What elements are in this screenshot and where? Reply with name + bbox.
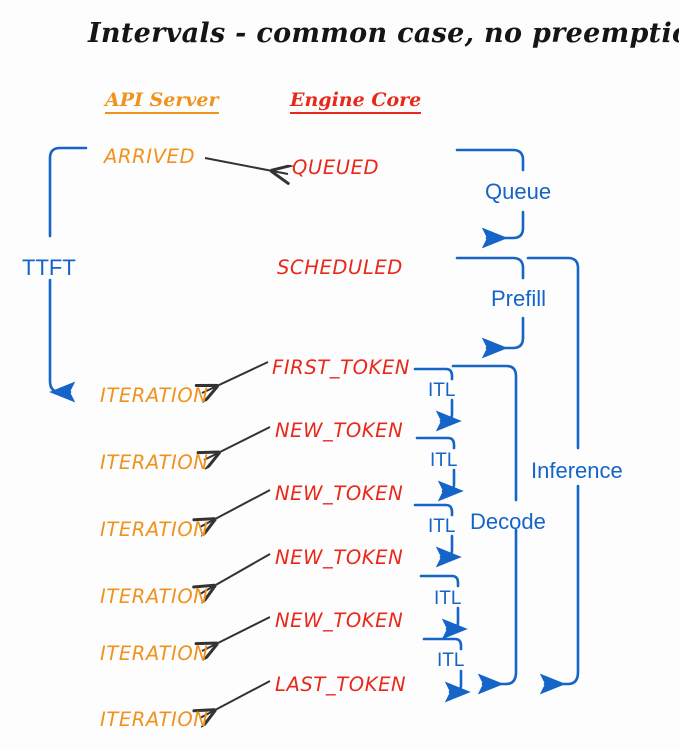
itl-bracket-top-5 (422, 637, 463, 651)
arrow-arrived-to-queued (204, 157, 288, 174)
interval-label-ttft: TTFT (22, 255, 76, 280)
arrow-new-token-to-iteration-3 (200, 489, 271, 527)
interval-label-itl-1: ITL (428, 380, 456, 401)
inference-bracket (526, 256, 580, 695)
itl-brackets (413, 367, 471, 703)
state-new-token-3: NEW_TOKEN (275, 546, 404, 569)
interval-label-decode: Decode (470, 509, 546, 534)
interval-label-itl-4: ITL (434, 588, 462, 609)
itl-bracket-arrow-4 (441, 606, 468, 640)
column-header-engine-core: Engine Core (290, 91, 422, 114)
state-queued: QUEUED (292, 156, 380, 179)
interval-label-inference: Inference (531, 458, 623, 483)
interval-label-prefill: Prefill (491, 286, 547, 311)
state-first-token: FIRST_TOKEN (272, 356, 411, 379)
ttft-bracket (48, 146, 88, 403)
state-iteration-5: ITERATION (100, 642, 209, 665)
state-transition-arrows (200, 157, 288, 718)
state-iteration-4: ITERATION (100, 585, 209, 608)
arrow-first-token-to-iteration-1 (202, 361, 269, 393)
prefill-bracket (455, 256, 525, 359)
state-iteration-2: ITERATION (100, 451, 209, 474)
itl-bracket-top-3 (413, 503, 454, 517)
itl-bracket-arrow-3 (435, 534, 462, 568)
interval-label-itl-2: ITL (430, 450, 458, 471)
arrow-new-token-to-iteration-4 (200, 553, 271, 594)
page-title: Intervals - common case, no preemptions (88, 18, 679, 49)
interval-label-itl-3: ITL (428, 516, 456, 537)
column-header-api-server: API Server (105, 91, 219, 114)
state-iteration-3: ITERATION (100, 518, 209, 541)
arrow-new-token-to-iteration-2 (204, 426, 271, 460)
itl-bracket-arrow-5 (444, 669, 471, 703)
state-new-token-2: NEW_TOKEN (275, 482, 404, 505)
queue-bracket (455, 148, 525, 249)
interval-label-queue: Queue (485, 179, 552, 204)
itl-bracket-arrow-1 (435, 398, 462, 432)
state-scheduled: SCHEDULED (277, 256, 403, 279)
state-arrived: ARRIVED (104, 145, 196, 168)
state-iteration-6: ITERATION (100, 708, 209, 731)
itl-bracket-arrow-2 (437, 468, 464, 502)
itl-bracket-top-4 (419, 574, 460, 588)
state-new-token-1: NEW_TOKEN (275, 419, 404, 442)
state-iteration-1: ITERATION (100, 384, 209, 407)
state-new-token-4: NEW_TOKEN (275, 609, 404, 632)
itl-bracket-top-1 (413, 367, 454, 381)
itl-bracket-top-2 (415, 436, 456, 450)
arrow-last-token-to-iteration-6 (200, 680, 271, 718)
state-last-token: LAST_TOKEN (275, 673, 407, 696)
arrow-new-token-to-iteration-5 (202, 616, 271, 651)
decode-bracket (451, 364, 518, 695)
interval-label-itl-5: ITL (437, 650, 465, 671)
